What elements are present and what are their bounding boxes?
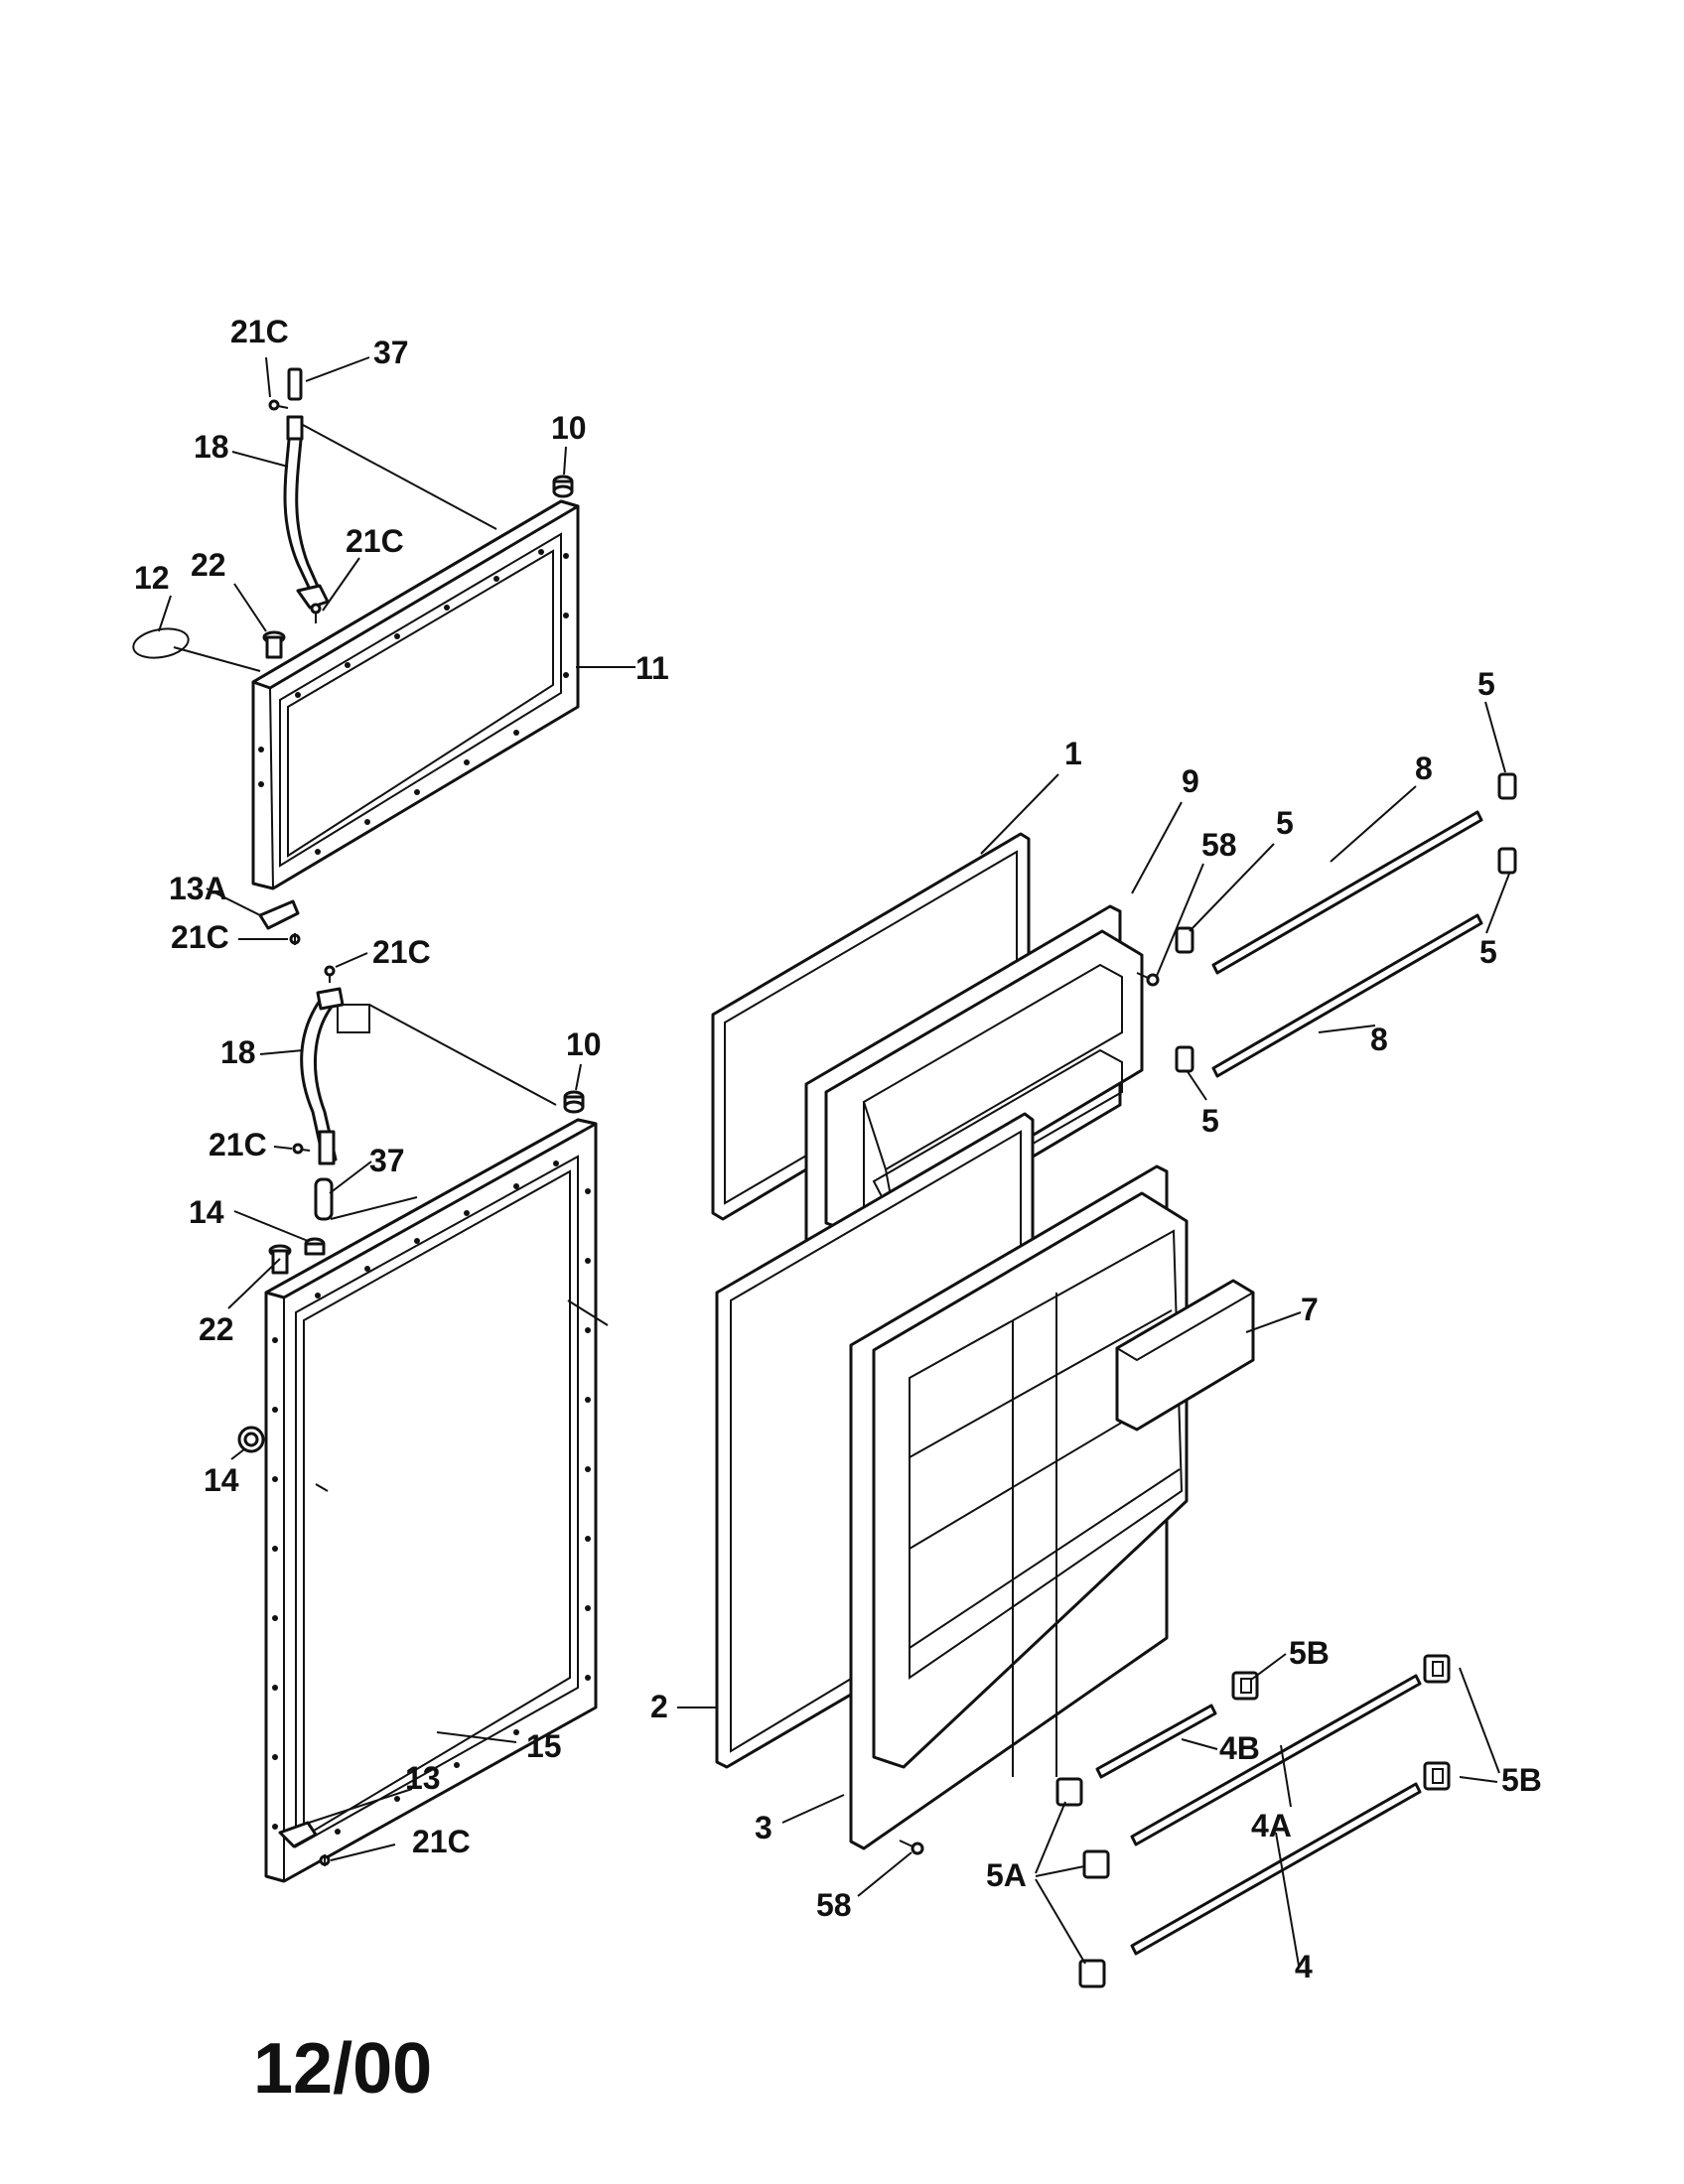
callout-5: 5 (1276, 805, 1294, 841)
fresh-food-door-panel (264, 1118, 609, 1883)
callout-11: 11 (635, 650, 669, 686)
leader-lines (158, 356, 1510, 1967)
callout-7: 7 (1301, 1292, 1319, 1327)
rail-retainer-5a-icon (1078, 1959, 1106, 1988)
callout-21c: 21C (171, 919, 229, 955)
screw-icon (292, 1143, 311, 1155)
fresh-food-door-screw-dots (272, 1160, 591, 1835)
door-shelf-bin (1115, 1279, 1255, 1432)
callout-58: 58 (816, 1887, 852, 1923)
rail-retainer-icon (1497, 847, 1517, 875)
rail-retainer-5b-icon (1423, 1761, 1451, 1791)
freezer-door-panel (251, 499, 580, 890)
seal-ring (132, 627, 190, 659)
callout-5a: 5A (986, 1857, 1027, 1893)
callout-22: 22 (191, 547, 226, 583)
lower-handle-top-mount (316, 987, 345, 1011)
hinge-plug-icon (304, 1237, 326, 1256)
screw-icon (1136, 972, 1160, 987)
callout-10: 10 (551, 410, 587, 446)
callout-5: 5 (1201, 1103, 1219, 1139)
lower-shelf-rail-4b (1095, 1704, 1217, 1779)
lower-handle-bottom-mount (318, 1130, 336, 1165)
callout-4: 4 (1295, 1949, 1313, 1984)
callout-4b: 4B (1219, 1730, 1260, 1766)
hinge-plug-icon (563, 1090, 585, 1114)
callout-5: 5 (1479, 934, 1497, 970)
rail-retainer-5b-icon (1231, 1671, 1259, 1701)
callout-22: 22 (199, 1311, 234, 1347)
callout-3: 3 (755, 1810, 772, 1845)
callout-14: 14 (189, 1194, 224, 1230)
screw-icon (899, 1840, 924, 1855)
hinge-bushing-icon (262, 630, 286, 659)
screw-icon (268, 399, 289, 411)
rail-retainer-icon (1497, 772, 1517, 800)
upper-handle-cap (287, 367, 303, 401)
callout-10: 10 (566, 1026, 602, 1062)
rail-retainer-icon (1175, 1045, 1194, 1073)
rail-retainer-5a-icon (1055, 1777, 1083, 1807)
freezer-door-screw-dots (258, 549, 569, 855)
upper-handle-top-mount (286, 415, 304, 441)
callout-21c: 21C (346, 523, 404, 559)
callout-15: 15 (526, 1728, 562, 1764)
date-code: 12/00 (253, 2029, 432, 2109)
callout-14: 14 (204, 1462, 239, 1498)
rail-retainer-icon (1175, 926, 1194, 954)
side-plug-icon (237, 1426, 265, 1453)
callout-37: 37 (373, 335, 409, 370)
upper-handle-bottom-mount (296, 584, 330, 610)
upper-door-handle (283, 427, 325, 600)
callout-8: 8 (1370, 1022, 1388, 1057)
rail-retainer-5b-icon (1423, 1654, 1451, 1684)
lower-shelf-rail-4a (1130, 1674, 1422, 1846)
hinge-plug-icon (552, 475, 574, 498)
callout-1: 1 (1064, 736, 1082, 771)
callout-21c: 21C (372, 934, 431, 970)
upper-door-hinge (258, 899, 300, 930)
upper-shelf-rail (1211, 810, 1483, 975)
screw-icon (324, 965, 336, 983)
callout-58: 58 (1201, 827, 1237, 863)
callout-8: 8 (1415, 751, 1433, 786)
callout-21c: 21C (230, 314, 289, 349)
callout-9: 9 (1182, 763, 1199, 799)
lower-shelf-rail-4 (1130, 1782, 1422, 1956)
lower-door-hinge (278, 1821, 318, 1848)
callout-5: 5 (1477, 666, 1495, 702)
fresh-food-door-liner (849, 1164, 1189, 1850)
rail-retainer-5a-icon (1082, 1849, 1110, 1879)
callout-21c: 21C (209, 1127, 267, 1162)
callout-13a: 13A (169, 871, 227, 906)
callout-5b: 5B (1289, 1635, 1330, 1671)
callout-13: 13 (405, 1760, 441, 1796)
screw-icon (310, 603, 322, 623)
callout-4a: 4A (1251, 1808, 1292, 1843)
screw-icon (319, 1854, 331, 1866)
callout-37: 37 (369, 1143, 405, 1178)
hinge-bushing-icon (268, 1244, 292, 1275)
callout-2: 2 (650, 1689, 668, 1724)
callout-18: 18 (220, 1034, 256, 1070)
callout-12: 12 (134, 560, 170, 596)
callout-5b: 5B (1501, 1762, 1542, 1798)
upper-shelf-rail (1211, 913, 1483, 1078)
lower-handle-cap (314, 1177, 334, 1221)
screw-icon (289, 933, 301, 945)
callout-labels: 21C 37 18 10 21C 12 22 11 13A 21C 21C 18… (134, 314, 1542, 1984)
callout-18: 18 (194, 429, 229, 465)
callout-21c: 21C (412, 1824, 471, 1859)
